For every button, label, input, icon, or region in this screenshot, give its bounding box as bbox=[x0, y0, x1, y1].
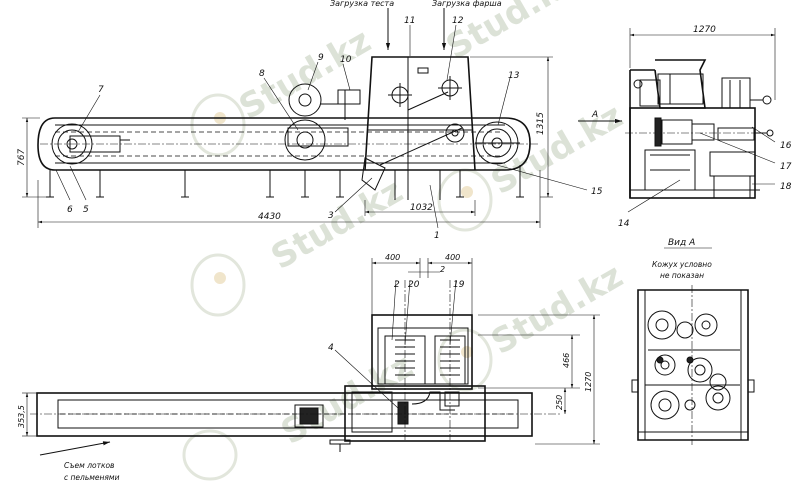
callout-17: 17 bbox=[780, 162, 792, 172]
dim-250-text: 250 bbox=[555, 395, 564, 410]
conveyor-frame bbox=[37, 117, 531, 171]
callout-11: 11 bbox=[404, 16, 415, 26]
callout-10: 10 bbox=[340, 55, 352, 65]
trays-removal-arrow bbox=[39, 441, 111, 456]
label-trays-1: Съем лотков bbox=[64, 461, 114, 470]
callout-16: 16 bbox=[780, 141, 792, 151]
watermark-logo-3 bbox=[437, 168, 493, 232]
label-view-a: Вид А bbox=[668, 238, 695, 248]
left-drum bbox=[51, 123, 130, 165]
plan-conveyor bbox=[36, 392, 533, 437]
dim-gap-2-text: 2 bbox=[440, 265, 445, 274]
dim-overall-length-text: 4430 bbox=[258, 212, 281, 222]
callout-18: 18 bbox=[780, 182, 792, 192]
callout-7: 7 bbox=[98, 85, 104, 95]
callout-19: 19 bbox=[453, 280, 465, 290]
label-arrow-a: А bbox=[591, 110, 598, 120]
callout-20: 20 bbox=[408, 280, 420, 290]
callout-12: 12 bbox=[452, 16, 464, 26]
dim-spacing-400-right-text: 400 bbox=[445, 253, 460, 262]
callout-5: 5 bbox=[83, 205, 89, 215]
callout-6: 6 bbox=[67, 205, 73, 215]
hopper-housing bbox=[361, 56, 476, 200]
watermark-logo-2 bbox=[190, 253, 246, 317]
view-a-frame bbox=[637, 289, 749, 441]
callout-3: 3 bbox=[328, 211, 334, 221]
dim-spacing-400-left-text: 400 bbox=[385, 253, 400, 262]
callout-1: 1 bbox=[434, 231, 440, 241]
front-elevation: Загрузка теста Загрузка фарша 4430 1032 … bbox=[17, 0, 603, 241]
callout-13: 13 bbox=[508, 71, 520, 81]
callout-9: 9 bbox=[318, 53, 324, 63]
dim-height-767-text: 767 bbox=[17, 149, 27, 166]
label-casing-2: не показан bbox=[660, 271, 704, 280]
dim-3535-text: 353,5 bbox=[17, 405, 26, 428]
view-a: Вид А Кожух условно не показан bbox=[631, 238, 755, 445]
watermark-text-4: Stud.kz bbox=[485, 96, 630, 203]
watermark-logo-5 bbox=[182, 429, 238, 481]
callout-14: 14 bbox=[618, 219, 630, 229]
callout-8: 8 bbox=[259, 69, 265, 79]
label-filling-feed: Загрузка фарша bbox=[432, 0, 502, 8]
right-drum bbox=[475, 121, 520, 165]
side-view: А 1270 16 17 18 1 bbox=[578, 25, 792, 229]
support-legs bbox=[46, 165, 524, 198]
callout-2: 2 bbox=[394, 280, 400, 290]
dim-466-text: 466 bbox=[562, 353, 571, 368]
dim-hopper-width-text: 1032 bbox=[410, 203, 433, 213]
label-trays-2: с пельменями bbox=[64, 473, 120, 482]
callout-15: 15 bbox=[591, 187, 603, 197]
watermark-text-1: Stud.kz bbox=[233, 21, 378, 128]
watermark-logo-4 bbox=[437, 328, 493, 392]
label-dough-feed: Загрузка теста bbox=[330, 0, 394, 8]
dim-side-width-text: 1270 bbox=[693, 25, 716, 35]
watermark-text-5: Stud.kz bbox=[485, 256, 630, 363]
dim-height-1315-text: 1315 bbox=[536, 112, 546, 135]
callout-4: 4 bbox=[328, 343, 334, 353]
plan-view: 400 400 2 466 250 1270 353,5 2 20 19 4 С… bbox=[17, 253, 600, 482]
plan-hopper bbox=[371, 314, 473, 390]
label-casing-1: Кожух условно bbox=[652, 260, 712, 269]
front-callouts: 7 8 9 10 11 12 13 6 5 3 1 15 bbox=[55, 16, 603, 241]
forming-rollers bbox=[284, 83, 361, 161]
dim-plan-1270-text: 1270 bbox=[584, 372, 593, 392]
